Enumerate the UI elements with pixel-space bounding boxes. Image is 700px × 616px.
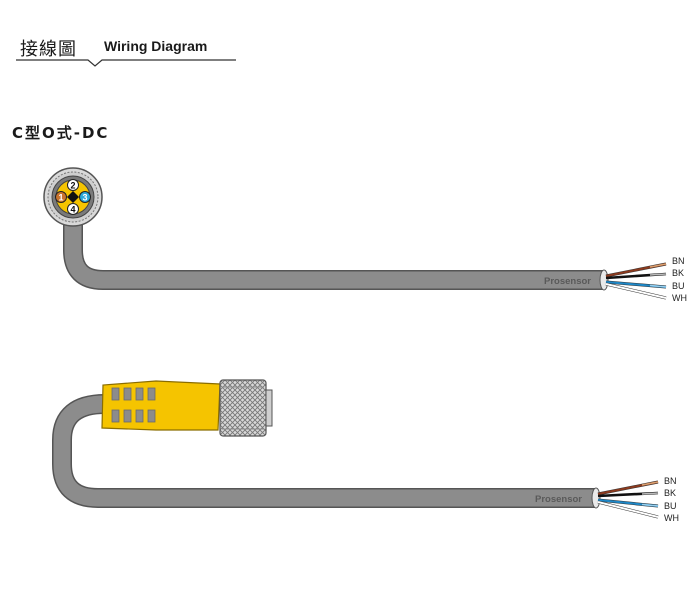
top-wires xyxy=(605,262,667,300)
bottom-wire-label-bu: BU xyxy=(664,501,677,511)
header-title-en: Wiring Diagram xyxy=(104,38,208,54)
top-cable-end xyxy=(599,269,609,291)
bottom-wires xyxy=(597,480,659,519)
top-connector-face: 2 1 3 4 xyxy=(43,167,103,227)
wiring-diagram-header: 接線圖 Wiring Diagram xyxy=(16,30,238,70)
top-cable-assembly: 2 1 3 4 Prosensor BN BK B xyxy=(43,167,687,303)
bottom-wire-label-bn: BN xyxy=(664,476,677,486)
pin-2 xyxy=(67,179,79,191)
top-wire-label-bu: BU xyxy=(672,281,685,291)
top-cable-brand: Prosensor xyxy=(544,276,591,287)
header-title-cn: 接線圖 xyxy=(20,39,77,60)
pin-4-label: 4 xyxy=(70,205,75,215)
bottom-wire-label-wh: WH xyxy=(664,513,679,523)
top-wire-label-bn: BN xyxy=(672,256,685,266)
bottom-cable-end xyxy=(591,487,601,509)
pin-1-label: 1 xyxy=(58,193,63,203)
pin-3-label: 3 xyxy=(82,193,87,203)
header-underline xyxy=(16,59,236,67)
bottom-cable-assembly: Prosensor BN BK BU WH xyxy=(52,379,679,523)
pin-1 xyxy=(55,191,67,203)
pin-3 xyxy=(79,191,91,203)
section-title: C型O式-DC xyxy=(12,124,110,142)
bottom-cable-brand: Prosensor xyxy=(535,494,582,505)
top-wire-label-bk: BK xyxy=(672,268,684,278)
top-cable-body xyxy=(63,205,604,290)
pin-2-label: 2 xyxy=(70,181,75,191)
bottom-wire-label-bk: BK xyxy=(664,488,676,498)
top-wire-label-wh: WH xyxy=(672,293,687,303)
pin-4 xyxy=(67,203,79,215)
bottom-connector xyxy=(101,379,273,437)
